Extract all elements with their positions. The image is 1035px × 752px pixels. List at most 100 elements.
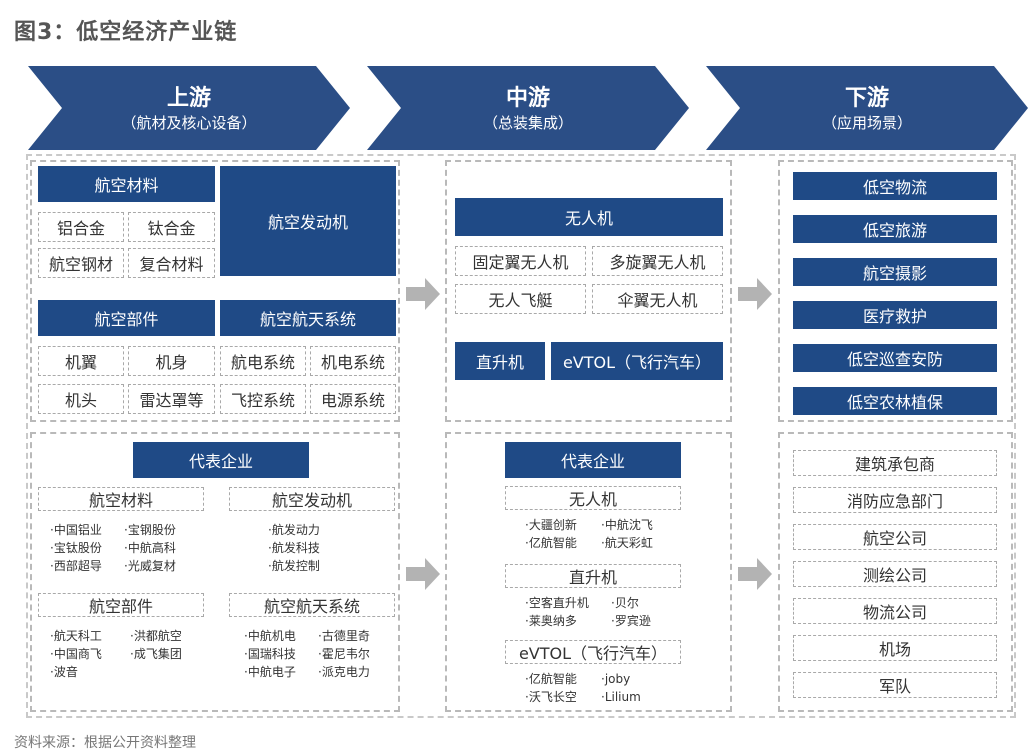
company-name: ·波音 (50, 665, 78, 679)
company-name: ·航发科技 (268, 541, 320, 555)
enterprise-group-label: 航空航天系统 (229, 593, 395, 617)
downstream-panel (778, 160, 1013, 422)
scenario-item: 低空农林植保 (793, 387, 997, 415)
engine-box: 航空发动机 (220, 166, 396, 276)
downstream-client-panel (778, 432, 1013, 712)
material-item: 航空钢材 (38, 248, 124, 278)
uav-item: 多旋翼无人机 (592, 246, 723, 276)
stage-upstream-banner: 上游 （航材及核心设备） (28, 66, 350, 150)
company-name: ·西部超导 (50, 559, 102, 573)
company-name: ·国瑞科技 (244, 647, 296, 661)
enterprise-group-label: 航空部件 (38, 593, 204, 617)
company-name: ·罗宾逊 (611, 614, 651, 628)
company-name: ·洪都航空 (130, 629, 182, 643)
figure-title: 图3：低空经济产业链 (14, 20, 238, 45)
company-list: ·航天科工 ·中国商飞 ·波音 (50, 627, 102, 681)
enterprise-group-label: 航空材料 (38, 487, 204, 511)
company-list: ·大疆创新 ·亿航智能 (525, 516, 577, 552)
enterprise-group-label: eVTOL（飞行汽车） (505, 640, 681, 664)
company-name: ·亿航智能 (525, 672, 577, 686)
midstream-panel (445, 160, 732, 422)
materials-header: 航空材料 (38, 166, 215, 202)
company-name: ·航发动力 (268, 523, 320, 537)
enterprise-header: 代表企业 (133, 442, 309, 478)
enterprise-group-label: 直升机 (505, 564, 681, 588)
company-list: ·中国铝业 ·宝钛股份 ·西部超导 (50, 521, 102, 575)
scenario-item: 航空摄影 (793, 258, 997, 286)
company-name: ·航天科工 (50, 629, 102, 643)
arrow-right-icon (406, 278, 440, 310)
company-list: ·空客直升机 ·莱奥纳多 (525, 594, 589, 630)
client-item: 建筑承包商 (793, 450, 997, 476)
enterprise-header: 代表企业 (505, 442, 681, 478)
company-name: ·中国铝业 (50, 523, 102, 537)
uav-header: 无人机 (455, 198, 723, 236)
system-item: 电源系统 (310, 384, 396, 414)
client-item: 物流公司 (793, 598, 997, 624)
material-item: 复合材料 (128, 248, 215, 278)
uav-item: 固定翼无人机 (455, 246, 586, 276)
arrow-right-icon (738, 558, 772, 590)
company-name: ·沃飞长空 (525, 690, 577, 704)
company-name: ·大疆创新 (525, 518, 577, 532)
helicopter-box: 直升机 (455, 342, 545, 380)
company-list: ·洪都航空 ·成飞集团 (130, 627, 182, 663)
client-item: 航空公司 (793, 524, 997, 550)
uav-item: 伞翼无人机 (592, 284, 723, 314)
company-name: ·光威复材 (124, 559, 176, 573)
company-name: ·中航机电 (244, 629, 296, 643)
company-name: ·中航沈飞 (601, 518, 653, 532)
part-item: 雷达罩等 (128, 384, 215, 414)
system-item: 航电系统 (220, 346, 306, 376)
chevron-shape (367, 66, 689, 150)
company-name: ·派克电力 (318, 665, 370, 679)
company-name: ·Lilium (601, 690, 641, 704)
scenario-item: 低空旅游 (793, 215, 997, 243)
company-list: ·航发动力 ·航发科技 ·航发控制 (268, 521, 320, 575)
stage-downstream-banner: 下游 （应用场景） (706, 66, 1028, 150)
scenario-item: 低空物流 (793, 172, 997, 200)
chevron-shape (28, 66, 350, 150)
stage-title: 中游 (505, 86, 550, 111)
stage-subtitle: （航材及核心设备） (121, 114, 257, 132)
part-item: 机头 (38, 384, 124, 414)
material-item: 铝合金 (38, 212, 124, 242)
part-item: 机身 (128, 346, 215, 376)
company-name: ·航天彩虹 (601, 536, 653, 550)
company-list: ·宝钢股份 ·中航高科 ·光威复材 (124, 521, 176, 575)
stage-subtitle: （总装集成） (482, 114, 573, 132)
company-name: ·霍尼韦尔 (318, 647, 370, 661)
company-name: ·古德里奇 (318, 629, 370, 643)
company-name: ·成飞集团 (130, 647, 182, 661)
systems-header: 航空航天系统 (220, 300, 396, 336)
company-name: ·中国商飞 (50, 647, 102, 661)
midstream-enterprise-panel (445, 432, 732, 712)
outer-frame (26, 154, 1016, 718)
stage-title: 上游 (166, 86, 211, 111)
upstream-enterprise-panel (30, 432, 400, 712)
company-name: ·joby (601, 672, 631, 686)
scenario-item: 低空巡查安防 (793, 344, 997, 372)
system-item: 机电系统 (310, 346, 396, 376)
enterprise-group-label: 航空发动机 (229, 487, 395, 511)
uav-item: 无人飞艇 (455, 284, 586, 314)
stage-midstream-banner: 中游 （总装集成） (367, 66, 689, 150)
company-name: ·空客直升机 (525, 596, 589, 610)
company-name: ·莱奥纳多 (525, 614, 577, 628)
system-item: 飞控系统 (220, 384, 306, 414)
client-item: 军队 (793, 672, 997, 698)
enterprise-group-label: 无人机 (505, 486, 681, 510)
company-name: ·亿航智能 (525, 536, 577, 550)
upstream-panel (30, 160, 400, 422)
company-list: ·joby ·Lilium (601, 670, 641, 706)
scenario-item: 医疗救护 (793, 301, 997, 329)
company-list: ·贝尔 ·罗宾逊 (611, 594, 651, 630)
company-list: ·古德里奇 ·霍尼韦尔 ·派克电力 (318, 627, 370, 681)
company-name: ·宝钢股份 (124, 523, 176, 537)
arrow-right-icon (406, 558, 440, 590)
company-name: ·中航电子 (244, 665, 296, 679)
stage-title: 下游 (844, 86, 889, 111)
company-name: ·贝尔 (611, 596, 639, 610)
client-item: 机场 (793, 635, 997, 661)
parts-header: 航空部件 (38, 300, 215, 336)
